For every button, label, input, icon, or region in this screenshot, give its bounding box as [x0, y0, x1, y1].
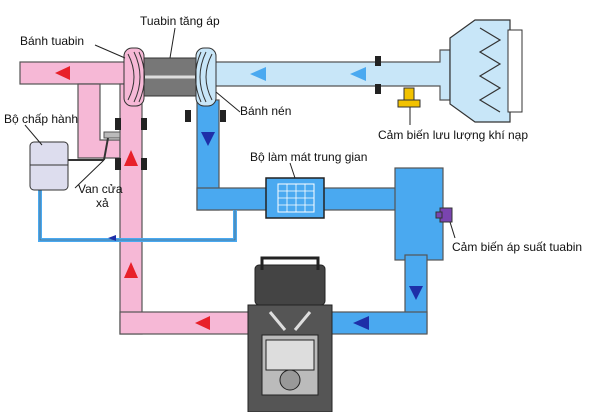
engine-head	[254, 264, 326, 306]
exhaust-arrows	[55, 66, 210, 330]
airflow-sensor-base	[397, 99, 421, 108]
pipe-to-intercooler	[196, 187, 278, 211]
label-boost-sensor: Cảm biến áp suất tuabin	[452, 240, 583, 254]
air-filter-cap	[507, 29, 523, 113]
control-line-arrow	[108, 235, 116, 241]
pipe-intercooler-out	[319, 187, 401, 211]
intake-inlet-pipe	[214, 49, 451, 101]
arrow-exhaust-left	[195, 316, 210, 330]
label-intercooler: Bộ làm mát trung gian	[250, 150, 368, 164]
leader-lines	[24, 27, 456, 239]
intercooler-fins	[278, 184, 314, 212]
control-line-outline	[39, 190, 236, 241]
intercooler	[265, 177, 325, 219]
arrow-exhaust-out	[55, 66, 70, 80]
air-filter	[449, 19, 523, 123]
wastegate-valve	[103, 131, 121, 139]
exhaust-vertical-pipe	[119, 83, 143, 335]
arrow-intake-to-engine	[353, 316, 369, 330]
wastegate-bypass-pipe	[77, 83, 121, 159]
engine-crank	[279, 369, 301, 391]
actuator-body	[29, 141, 69, 191]
label-compressor-wheel: Bánh nén	[240, 104, 292, 118]
label-turbocharger: Tuabin tăng áp	[140, 14, 220, 28]
arrow-chamber-down	[409, 286, 423, 300]
exhaust-outlet-pipe	[19, 61, 141, 85]
turbocharger	[123, 47, 217, 107]
label-wastegate-1: Van cửa	[78, 182, 123, 196]
label-actuator: Bộ chấp hành	[4, 112, 79, 126]
engine	[247, 256, 333, 412]
actuator	[29, 137, 109, 191]
airflow-sensor	[397, 87, 421, 108]
boost-pressure-sensor	[435, 207, 453, 223]
arrow-intake-2	[350, 67, 366, 81]
arrow-intake-1	[250, 67, 266, 81]
turbine-blades	[127, 51, 145, 103]
air-filter-element	[478, 27, 502, 113]
engine-valves	[268, 311, 312, 331]
arrow-intake-down	[201, 132, 215, 146]
arrow-exhaust-up-1	[124, 262, 138, 278]
intake-arrows	[201, 67, 423, 330]
actuator-lever	[103, 137, 109, 161]
compressor-blades	[195, 51, 213, 103]
engine-valve-cover	[260, 256, 320, 270]
engine-piston	[265, 339, 315, 371]
air-filter-housing	[449, 19, 511, 123]
exhaust-pipes	[19, 61, 271, 335]
arrow-exhaust-up-2	[124, 150, 138, 166]
boost-sensor-tip	[435, 211, 443, 219]
label-airflow-sensor: Cảm biến lưu lượng khí nạp	[378, 128, 529, 142]
label-wastegate-2: xả	[96, 196, 109, 210]
label-turbine-wheel: Bánh tuabin	[20, 34, 85, 48]
flanges	[115, 56, 381, 170]
